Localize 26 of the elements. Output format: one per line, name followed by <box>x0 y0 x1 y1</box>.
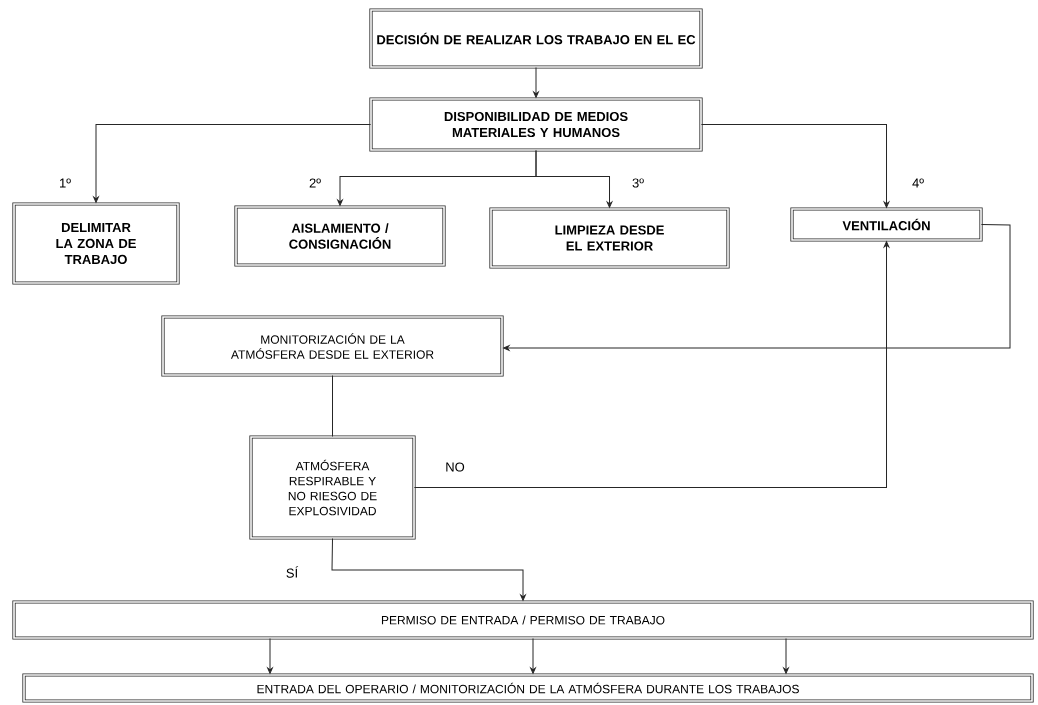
process-box: AISLAMIENTO / CONSIGNACIÓN <box>234 205 446 267</box>
step-number: 1º <box>60 178 71 188</box>
arrow <box>267 637 273 674</box>
arrow <box>93 124 372 203</box>
arrow <box>331 537 526 601</box>
arrow <box>503 224 1011 351</box>
arrow <box>530 637 536 674</box>
process-box: MONITORIZACIÓN DE LA ATMÓSFERA DESDE EL EXTERIOR <box>161 315 504 377</box>
arrow <box>413 241 890 488</box>
process-box: LIMPIEZA DESDE EL EXTERIOR <box>489 207 730 269</box>
arrow <box>783 637 789 674</box>
step-number: 2º <box>309 178 321 188</box>
process-box: ENTRADA DEL OPERARIO / MONITORIZACIÓN DE LA ATMÓSFERA DURANTE LOS TRABAJOS <box>22 673 1034 703</box>
process-box: DISPONIBILIDAD DE MEDIOS MATERIALES Y HUMANOS <box>369 97 703 152</box>
edge-label: SÍ <box>284 565 300 579</box>
process-box: ATMÓSFERA RESPIRABLE Y NO RIESGO DE EXPLOSIVIDAD <box>249 435 416 540</box>
process-box: PERMISO DE ENTRADA / PERMISO DE TRABAJO <box>12 600 1034 640</box>
step-number: 4º <box>912 178 924 188</box>
arrow <box>700 124 890 208</box>
arrow <box>535 149 613 208</box>
process-box: DELIMITAR LA ZONA DE TRABAJO <box>12 202 180 285</box>
process-box: DECISIÓN DE REALIZAR LOS TRABAJO EN EL EC <box>369 8 703 69</box>
arrow <box>533 66 539 98</box>
step-number: 3º <box>632 178 644 188</box>
edge-label: NO <box>444 461 466 473</box>
process-box: VENTILACIÓN <box>790 207 983 242</box>
